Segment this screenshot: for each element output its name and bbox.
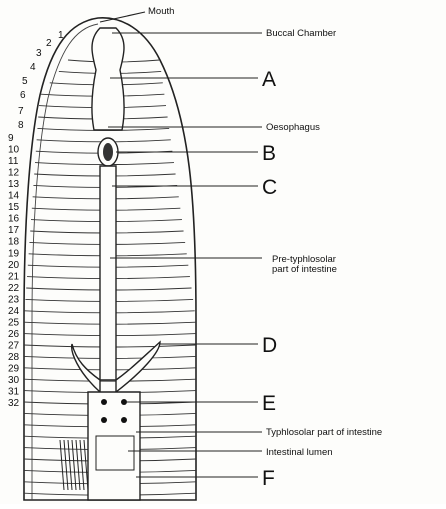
segment-number: 27 <box>8 340 20 351</box>
segment-number: 9 <box>8 133 14 144</box>
intestinal-lumen-box <box>96 436 134 470</box>
segment-number: 10 <box>8 145 20 156</box>
segment-number: 30 <box>8 375 20 386</box>
label-f: F <box>262 467 275 490</box>
segment-number: 15 <box>8 202 20 213</box>
segment-number: 7 <box>18 106 24 117</box>
segment-number: 8 <box>18 120 24 131</box>
segment-number: 28 <box>8 352 20 363</box>
gizzard-inner <box>103 143 113 161</box>
segment-number: 20 <box>8 260 20 271</box>
segment-number: 12 <box>8 168 20 179</box>
label-pre-typhlosolar-2: part of intestine <box>272 264 337 275</box>
segment-number: 5 <box>22 76 28 87</box>
segment-number: 2 <box>46 38 52 49</box>
hatched-region <box>60 440 88 490</box>
label-c: C <box>262 176 277 199</box>
segment-number: 24 <box>8 306 20 317</box>
intestine-tube <box>100 166 116 380</box>
label-b: B <box>262 142 276 165</box>
label-a: A <box>262 68 276 91</box>
segment-number: 25 <box>8 317 20 328</box>
label-typhlosolar: Typhlosolar part of intestine <box>266 427 382 438</box>
segment-number: 13 <box>8 179 20 190</box>
segment-number: 14 <box>8 191 20 202</box>
digestive-tract <box>72 28 160 500</box>
label-d: D <box>262 334 277 357</box>
right-caecum <box>116 342 160 392</box>
segment-number: 1 <box>58 30 64 41</box>
segment-number: 3 <box>36 48 42 59</box>
segment-number: 26 <box>8 329 20 340</box>
label-oesophagus: Oesophagus <box>266 122 320 133</box>
segment-number: 29 <box>8 364 20 375</box>
segment-number: 17 <box>8 225 20 236</box>
segment-number: 11 <box>8 156 19 167</box>
label-mouth: Mouth <box>148 6 174 17</box>
labels: Mouth Buccal Chamber A Oesophagus B C Pr… <box>148 6 382 490</box>
segment-number: 22 <box>8 283 20 294</box>
label-buccal-chamber: Buccal Chamber <box>266 28 336 39</box>
segment-number: 23 <box>8 294 20 305</box>
label-intestinal-lumen: Intestinal lumen <box>266 447 333 458</box>
left-caecum <box>72 344 100 392</box>
segment-number: 32 <box>8 398 20 409</box>
segment-number: 6 <box>20 90 26 101</box>
segment-number: 31 <box>8 387 20 398</box>
segment-number: 21 <box>8 271 20 282</box>
pharynx <box>92 28 124 130</box>
segment-number: 4 <box>30 62 36 73</box>
segment-number: 19 <box>8 248 20 259</box>
segment-number: 16 <box>8 214 20 225</box>
label-e: E <box>262 392 276 415</box>
segment-number: 18 <box>8 237 20 248</box>
